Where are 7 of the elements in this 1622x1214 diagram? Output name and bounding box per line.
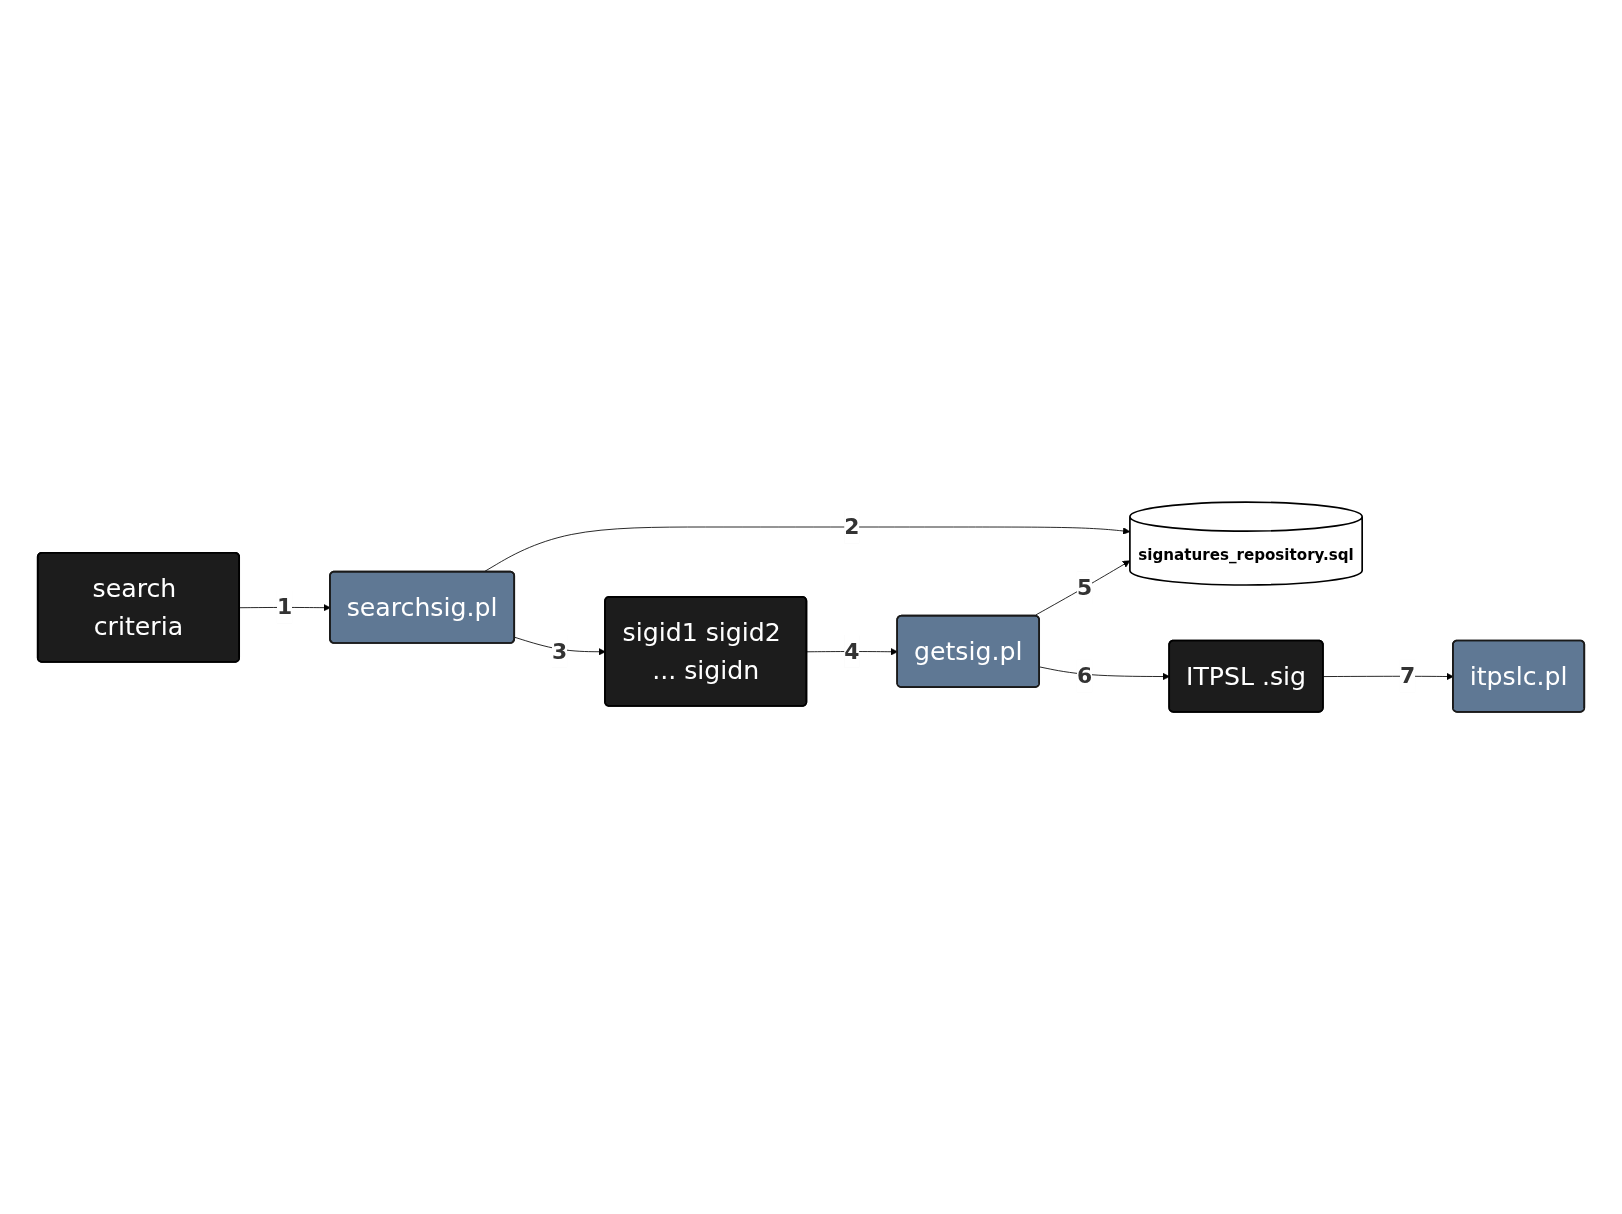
edge-label: 4 (844, 638, 860, 664)
edge-label: 2 (844, 514, 860, 540)
edge-label: 5 (1076, 574, 1093, 600)
edge-label: 1 (276, 594, 293, 620)
edge-label: 6 (1076, 663, 1093, 689)
edge-label: 7 (1399, 663, 1416, 689)
edge-label: 3 (552, 638, 568, 664)
